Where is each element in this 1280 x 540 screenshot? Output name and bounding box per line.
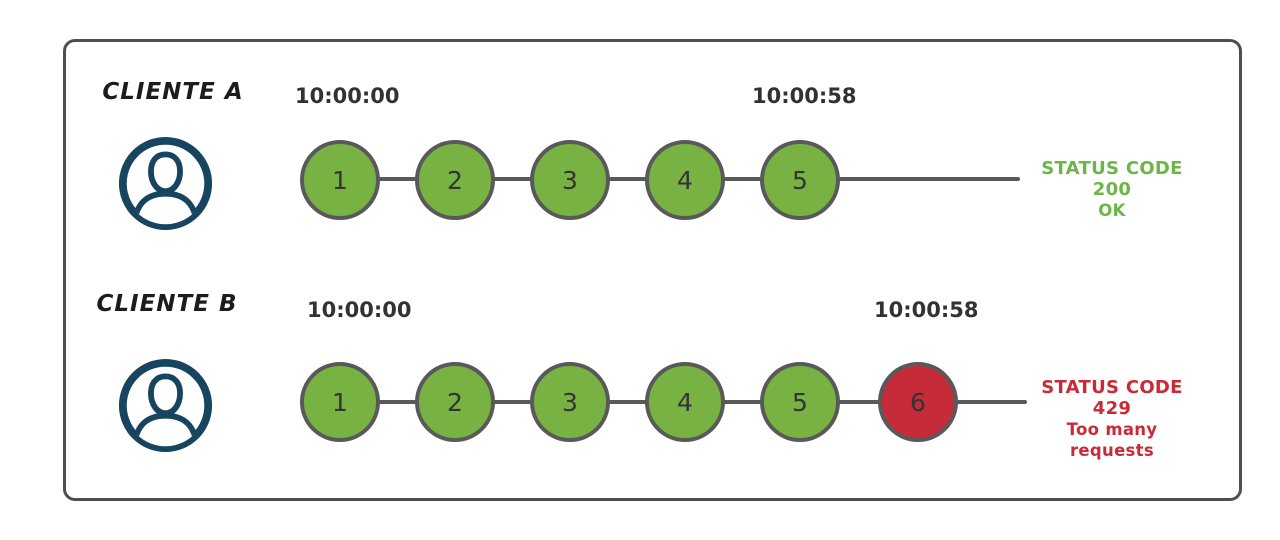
status-subtitle: OK [1098,201,1126,220]
user-icon [117,135,214,232]
client-b-label: CLIENTE B [96,291,238,317]
row-b-start-timestamp: 10:00:00 [307,298,412,322]
request-node: 2 [415,140,495,220]
row-b-end-timestamp: 10:00:58 [874,298,979,322]
row-b-status: STATUS CODE 429 Too many requests [1023,377,1201,461]
request-node: 5 [760,362,840,442]
status-title: STATUS CODE 200 [1041,158,1183,200]
request-node: 5 [760,140,840,220]
row-a-status: STATUS CODE 200 OK [1023,158,1201,221]
request-node: 1 [300,140,380,220]
request-node: 3 [530,140,610,220]
request-node: 4 [645,140,725,220]
row-a-end-timestamp: 10:00:58 [752,84,857,108]
request-node-blocked: 6 [878,362,958,442]
status-title: STATUS CODE 429 [1041,377,1183,419]
request-node: 1 [300,362,380,442]
row-a-start-timestamp: 10:00:00 [295,84,400,108]
status-subtitle: Too many requests [1066,420,1158,460]
client-a-label: CLIENTE A [102,79,244,105]
request-node: 2 [415,362,495,442]
user-icon [117,357,214,454]
request-node: 3 [530,362,610,442]
request-node: 4 [645,362,725,442]
